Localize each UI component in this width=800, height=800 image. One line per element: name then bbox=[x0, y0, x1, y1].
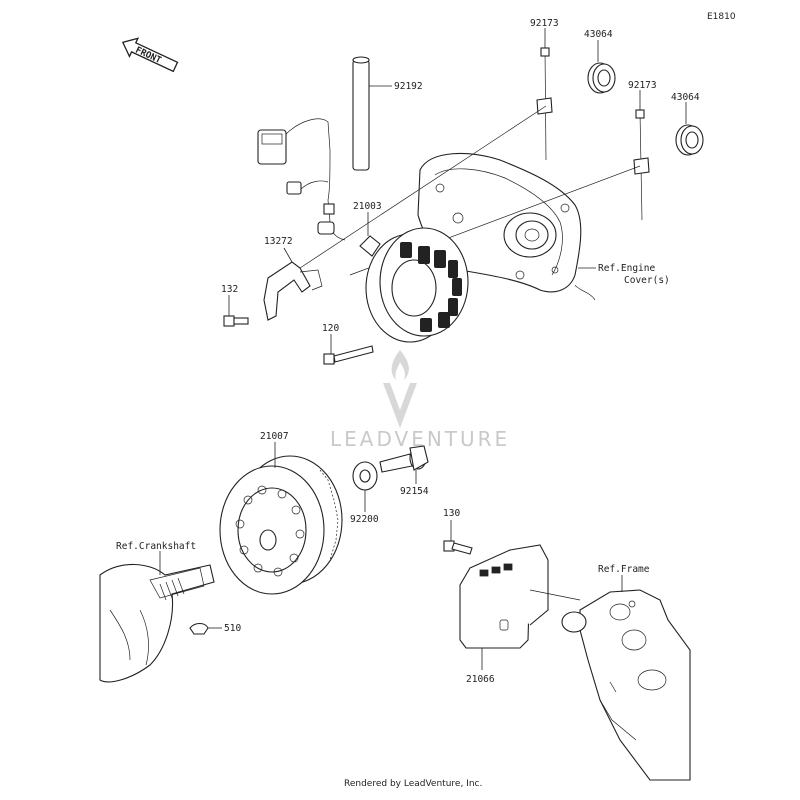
part-92173-clamp-b bbox=[633, 109, 650, 221]
part-21007-rotor bbox=[219, 455, 343, 595]
part-120-bolt bbox=[323, 345, 374, 365]
frame-section bbox=[561, 589, 691, 781]
callout-21066: 21066 bbox=[466, 674, 495, 685]
part-21003-stator bbox=[359, 227, 469, 343]
callout-510: 510 bbox=[224, 623, 241, 634]
part-13272-bracket bbox=[263, 261, 323, 321]
callout-92200: 92200 bbox=[350, 514, 379, 525]
callout-92154: 92154 bbox=[400, 486, 429, 497]
part-43064-grommet-a bbox=[587, 62, 616, 94]
leader-13272 bbox=[283, 247, 293, 263]
callout-21003: 21003 bbox=[353, 201, 382, 212]
watermark-logo-icon bbox=[383, 350, 417, 428]
callout-ref-frame: Ref.Frame bbox=[598, 564, 650, 575]
callout-43064b: 43064 bbox=[671, 92, 700, 103]
wire-harness bbox=[257, 118, 346, 241]
part-92200-washer bbox=[352, 461, 378, 491]
part-92173-clamp-a bbox=[536, 47, 553, 161]
front-arrow-icon: FRONT bbox=[121, 37, 179, 73]
callout-13272: 13272 bbox=[264, 236, 293, 247]
callout-92173a: 92173 bbox=[530, 18, 559, 29]
part-43064-grommet-b bbox=[675, 124, 704, 156]
part-132-bolt bbox=[223, 315, 249, 327]
crankshaft bbox=[99, 563, 215, 683]
callout-120: 120 bbox=[322, 323, 339, 334]
callout-130: 130 bbox=[443, 508, 460, 519]
assembly-line-a bbox=[299, 105, 547, 269]
callout-43064a: 43064 bbox=[584, 29, 613, 40]
part-92192-tube bbox=[352, 56, 370, 171]
callout-ref-crankshaft: Ref.Crankshaft bbox=[116, 541, 196, 552]
part-510-key bbox=[189, 622, 209, 635]
diagram-code: E1810 bbox=[707, 12, 736, 22]
part-21066-regulator bbox=[459, 544, 581, 649]
callout-132: 132 bbox=[221, 284, 238, 295]
callout-ref-engine-2: Cover(s) bbox=[624, 275, 670, 286]
footer-credit: Rendered by LeadVenture, Inc. bbox=[344, 779, 482, 789]
callout-21007: 21007 bbox=[260, 431, 289, 442]
callout-92173b: 92173 bbox=[628, 80, 657, 91]
part-92154-bolt bbox=[379, 445, 429, 473]
callout-92192: 92192 bbox=[394, 81, 423, 92]
part-130-bolt bbox=[443, 540, 473, 555]
callout-ref-engine-1: Ref.Engine bbox=[598, 263, 655, 274]
